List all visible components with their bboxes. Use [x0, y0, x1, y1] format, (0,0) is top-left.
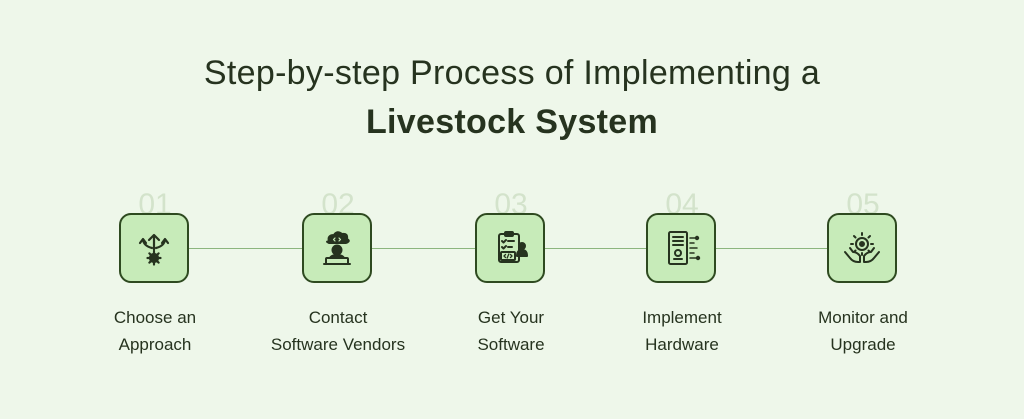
cloud-developer-icon — [302, 213, 372, 283]
step-label: Choose an Approach — [55, 304, 255, 358]
page-title-line2: Livestock System — [365, 103, 659, 141]
page-title-line1: Step-by-step Process of Implementing a — [203, 54, 821, 92]
step-label-line1: Choose an — [113, 308, 197, 327]
step-label: Implement Hardware — [582, 304, 782, 358]
step-label-line1: Get Your — [477, 308, 545, 327]
step-label-line1: Implement — [642, 308, 722, 327]
hands-gear-icon — [827, 213, 897, 283]
step-label-line2: Software Vendors — [270, 335, 406, 354]
step-label-line2: Upgrade — [830, 335, 896, 354]
step-label-line2: Software — [477, 335, 545, 354]
clipboard-code-user-icon — [475, 213, 545, 283]
step-label-line2: Approach — [118, 335, 192, 354]
step-label-line2: Hardware — [645, 335, 719, 354]
step-label-line1: Contact — [308, 308, 368, 327]
branching-arrows-gear-icon — [119, 213, 189, 283]
step-label: Contact Software Vendors — [238, 304, 438, 358]
server-tower-icon — [646, 213, 716, 283]
step-label: Get Your Software — [411, 304, 611, 358]
step-label: Monitor and Upgrade — [763, 304, 963, 358]
step-label-line1: Monitor and — [818, 308, 908, 327]
